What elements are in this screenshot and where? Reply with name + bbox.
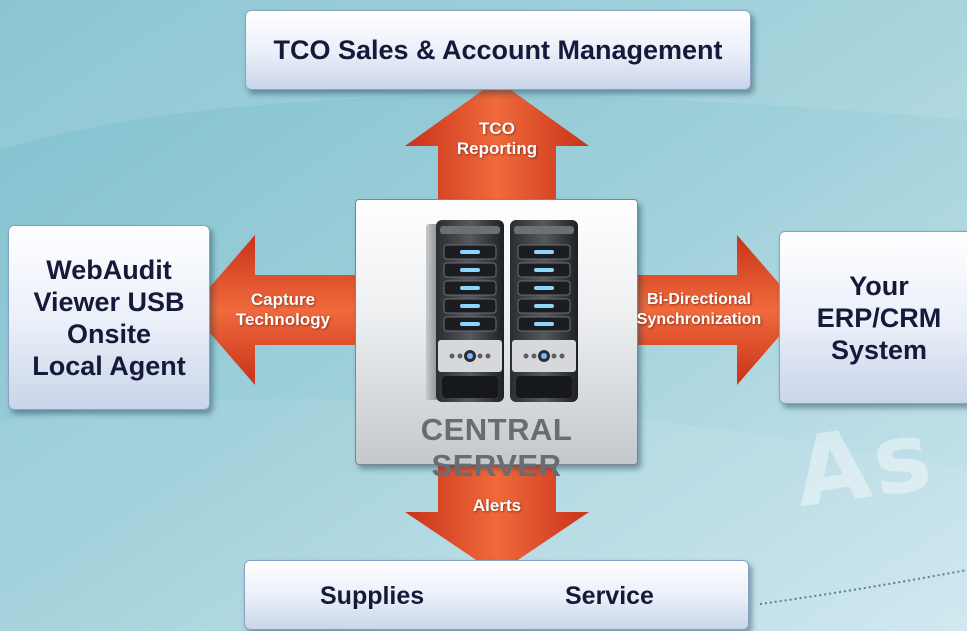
right-arrow-line: Bi-Directional xyxy=(646,291,751,308)
left-arrow-line: Capture xyxy=(250,290,316,309)
erp-line: System xyxy=(830,334,928,365)
down-arrow-label: Alerts xyxy=(448,496,546,516)
right-arrow-label: Bi-Directional Synchronization xyxy=(614,290,784,330)
central-server-label: CENTRAL SERVER xyxy=(420,412,573,483)
up-arrow-line: Reporting xyxy=(456,139,538,158)
left-arrow-line: Technology xyxy=(235,310,331,329)
erp-line: ERP/CRM xyxy=(816,302,942,333)
supplies-service-box: Supplies Service xyxy=(244,560,749,630)
server-tower-icon xyxy=(426,220,578,402)
right-arrow-line: Synchronization xyxy=(636,311,762,328)
central-server-box: CENTRAL SERVER xyxy=(355,199,638,483)
left-arrow xyxy=(190,235,370,385)
down-arrow-line: Alerts xyxy=(472,496,522,515)
left-arrow-label: Capture Technology xyxy=(214,290,352,330)
right-arrow xyxy=(625,235,802,385)
up-arrow-line: TCO xyxy=(479,119,515,138)
supplies-label: Supplies xyxy=(320,582,425,610)
erp-crm-box: Your ERP/CRM System xyxy=(779,231,967,404)
source-line: Viewer USB xyxy=(33,286,185,317)
down-arrow xyxy=(405,455,589,574)
erp-line: Your xyxy=(849,270,909,301)
tco-sales-box: TCO Sales & Account Management xyxy=(245,10,751,90)
tco-sales-label: TCO Sales & Account Management xyxy=(273,34,723,65)
up-arrow-label: TCO Reporting xyxy=(448,119,546,159)
source-line: Onsite xyxy=(66,318,151,349)
source-line: WebAudit xyxy=(46,254,172,285)
source-line: Local Agent xyxy=(32,350,186,381)
watermark-text: As xyxy=(787,398,942,530)
capture-sources-box: WebAudit Viewer USB Onsite Local Agent xyxy=(8,225,210,410)
service-label: Service xyxy=(565,582,654,610)
up-arrow xyxy=(405,80,589,210)
